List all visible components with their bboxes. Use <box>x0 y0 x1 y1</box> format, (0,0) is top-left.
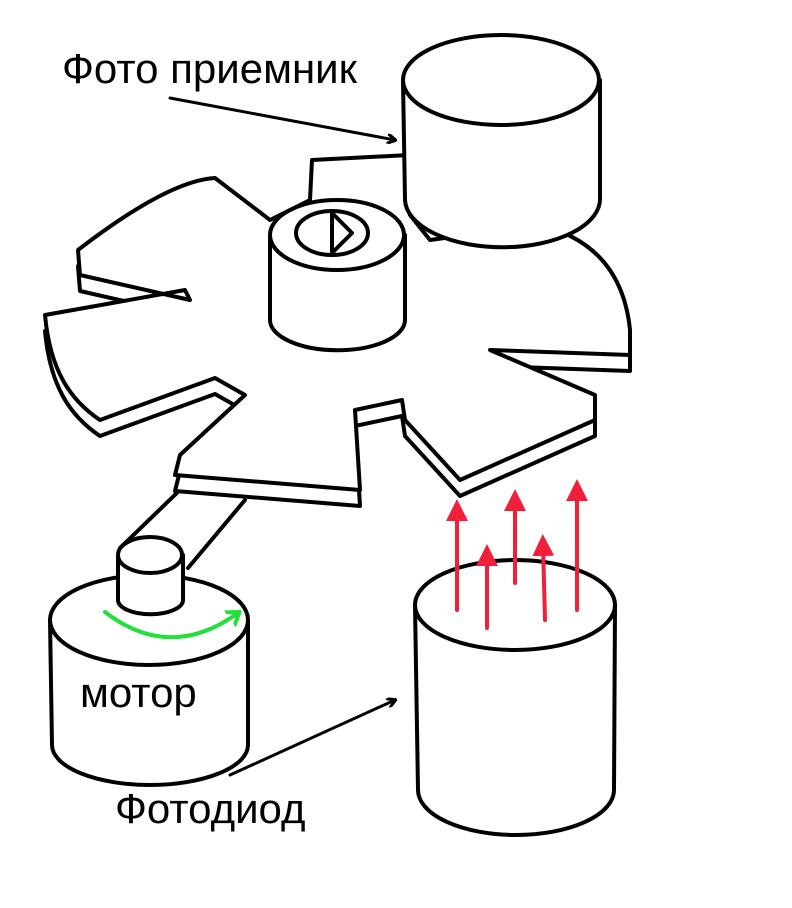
rotation-arrow-icon <box>103 612 238 640</box>
drive-belt <box>118 486 247 570</box>
light-ray-arrow-icon <box>532 534 555 622</box>
photoreceiver-label: Фото приемник <box>62 45 357 92</box>
photodiode-pointer-arrow-icon <box>228 700 395 777</box>
photodiode-cylinder <box>413 558 617 837</box>
motor-cylinder <box>48 573 250 787</box>
wheel-hub <box>268 198 407 353</box>
motor-label: мотор <box>80 669 197 716</box>
photoreceiver-cylinder <box>401 33 603 250</box>
photodiode-label: Фотодиод <box>115 785 306 832</box>
light-rays <box>446 479 588 630</box>
motor-shaft <box>116 535 185 617</box>
photoreceiver-pointer-arrow-icon <box>168 96 395 140</box>
